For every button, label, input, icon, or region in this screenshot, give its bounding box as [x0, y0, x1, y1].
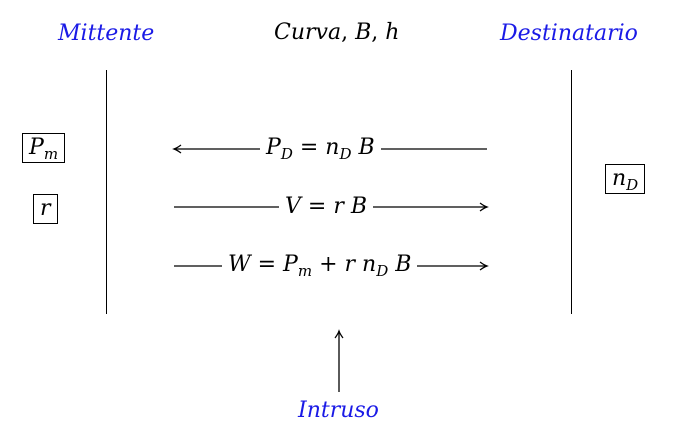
message-1-label: PD = nD B	[260, 135, 381, 162]
message-2-label: V = r B	[279, 194, 374, 220]
recipient-lifeline	[571, 70, 572, 314]
intruder-arrow-head	[334, 329, 344, 339]
message-3-arrow-head	[479, 261, 489, 271]
base-point-label: B	[355, 20, 372, 45]
message-2-arrow-head	[479, 202, 489, 212]
public-parameters: Curva, B, h	[274, 20, 400, 45]
sender-title: Mittente	[58, 21, 155, 46]
message-1-arrow-head	[172, 144, 182, 154]
private-key-box: nD	[605, 164, 646, 194]
recipient-title: Destinatario	[500, 21, 638, 46]
message-point-box: Pm	[22, 133, 66, 163]
intruder-title: Intruso	[298, 398, 379, 423]
cofactor-label: h	[385, 20, 400, 45]
curve-label: Curva	[274, 20, 342, 45]
random-scalar-box: r	[33, 194, 58, 224]
message-3-label: W = Pm + r nD B	[222, 252, 418, 279]
sender-lifeline	[106, 70, 107, 314]
